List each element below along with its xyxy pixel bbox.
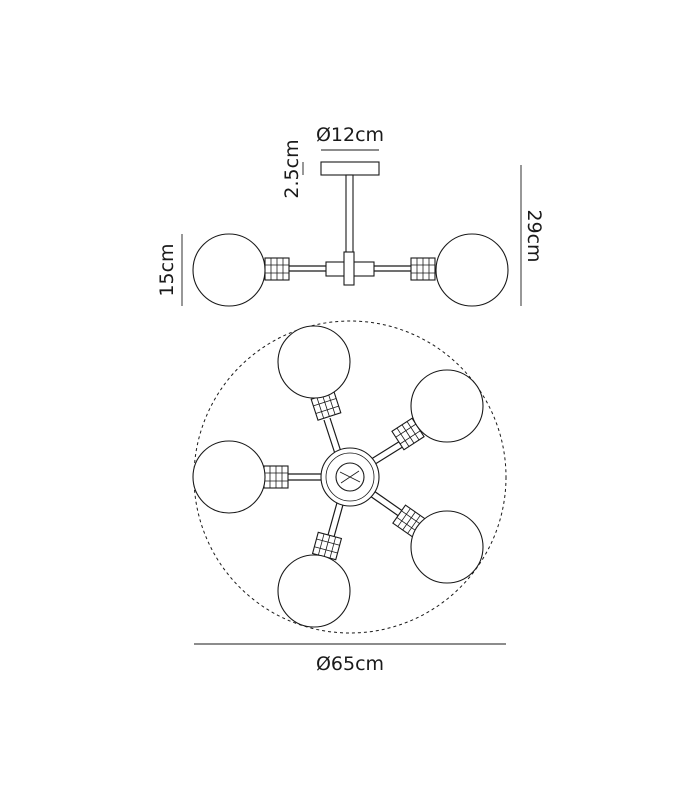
- overall-diameter-circle: [193, 320, 507, 634]
- plan-globe-lower-right: [410, 510, 484, 584]
- right-lampholder: [410, 257, 436, 281]
- canopy-diameter-label: Ø12cm: [316, 124, 384, 146]
- plan-view: [192, 320, 507, 634]
- ceiling-canopy: [320, 161, 380, 176]
- drop-rod: [345, 174, 354, 261]
- plan-dimensions: Ø65cm: [194, 643, 506, 675]
- plan-globe-left: [192, 440, 266, 514]
- overall-height-label: 29cm: [523, 209, 545, 262]
- side-dimensions: Ø12cm 2.5cm 29cm 15cm: [156, 124, 545, 306]
- side-elevation-view: [192, 161, 509, 307]
- plan-globe-top: [277, 325, 351, 399]
- right-globe: [435, 233, 509, 307]
- plan-lampholder-bottom: [311, 531, 343, 561]
- plan-globe-bottom: [277, 554, 351, 628]
- hub-collar: [343, 251, 355, 286]
- globe-diameter-label: 15cm: [156, 243, 178, 296]
- plan-lampholder-left: [263, 465, 289, 489]
- hub-middle-ring: [325, 452, 375, 502]
- left-lampholder: [264, 257, 290, 281]
- plan-globe-upper-right: [410, 369, 484, 443]
- left-globe: [192, 233, 266, 307]
- overall-diameter-label: Ø65cm: [316, 653, 384, 675]
- canopy-height-label: 2.5cm: [281, 139, 303, 198]
